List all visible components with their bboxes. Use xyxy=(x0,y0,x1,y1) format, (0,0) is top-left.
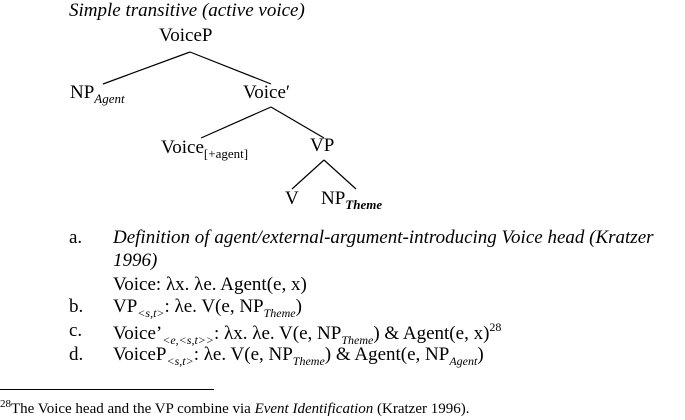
node-np-agent-base: NP xyxy=(70,82,95,103)
edge-voicep-npagent xyxy=(102,51,191,85)
item-b-formula: VP<s,t>: λe. V(e, NPTheme) xyxy=(113,296,302,321)
node-np-theme: NPTheme xyxy=(321,188,382,216)
item-b-marker: b. xyxy=(69,296,84,317)
syntax-tree-lines xyxy=(102,51,357,190)
footnote: 28The Voice head and the VP combine via … xyxy=(0,398,470,418)
item-d-head: VoiceP xyxy=(113,344,167,365)
node-voice-bar: Voice′ xyxy=(243,82,291,103)
node-v: V xyxy=(285,188,299,209)
edge-voicep-voicebar xyxy=(189,51,272,85)
item-d-sub: <s,t> xyxy=(166,354,194,368)
item-c-rest: : λx. λe. V(e, NP xyxy=(213,323,342,344)
node-voice-head: Voice[+agent] xyxy=(161,137,248,165)
node-vp: VP xyxy=(310,135,335,156)
node-voice-head-sub: [+agent] xyxy=(203,146,249,161)
item-b-rest-end: ) xyxy=(295,296,302,317)
footnote-italic: Event Identification xyxy=(254,401,374,417)
item-d-rest-end: ) xyxy=(477,344,484,365)
footnote-text-1: The Voice head and the VP combine via xyxy=(11,401,255,417)
footnote-number: 28 xyxy=(0,398,11,410)
node-np-theme-base: NP xyxy=(321,188,346,209)
item-b-sub: <s,t> xyxy=(137,306,165,320)
item-d-rest: : λe. V(e, NP xyxy=(193,344,293,365)
node-np-agent: NPAgent xyxy=(70,82,125,110)
edge-vp-nptheme xyxy=(323,159,357,190)
footnote-text-2: (Kratzer 1996). xyxy=(373,401,470,417)
item-c-rest-sub: Theme xyxy=(341,333,374,347)
item-a-marker: a. xyxy=(69,227,83,248)
item-d-rest-sub2: Agent xyxy=(449,354,478,368)
item-d-marker: d. xyxy=(69,344,84,365)
item-b-rest: : λe. V(e, NP xyxy=(164,296,264,317)
edge-voicebar-vp xyxy=(270,106,325,139)
item-d-rest-mid: ) & Agent(e, NP xyxy=(324,344,450,365)
item-d-rest-sub: Theme xyxy=(292,354,325,368)
edge-voicebar-voicehead xyxy=(200,106,272,139)
item-a-formula: Voice: λx. λe. Agent(e, x) xyxy=(113,274,307,295)
node-voice-head-base: Voice xyxy=(161,137,204,158)
item-a-title-cont: 1996) xyxy=(113,250,158,271)
item-c-sub: <e,<s,t>> xyxy=(162,333,214,347)
item-c-head: Voice’ xyxy=(113,323,163,344)
node-np-theme-sub: Theme xyxy=(345,197,383,212)
item-b-rest-sub: Theme xyxy=(263,306,296,320)
item-a-title: Definition of agent/external-argument-in… xyxy=(113,227,654,248)
item-d-formula: VoiceP<s,t>: λe. V(e, NPTheme) & Agent(e… xyxy=(113,344,484,369)
example-heading: Simple transitive (active voice) xyxy=(69,0,305,21)
item-c-footnote-ref[interactable]: 28 xyxy=(489,320,502,334)
edge-vp-v xyxy=(291,159,325,190)
item-b-head: VP xyxy=(113,296,138,317)
item-c-marker: c. xyxy=(69,320,83,341)
footnote-rule xyxy=(0,389,214,390)
item-c-formula: Voice’<e,<s,t>>: λx. λe. V(e, NPTheme) &… xyxy=(113,320,501,348)
node-voicep: VoiceP xyxy=(159,25,213,46)
item-c-rest-mid: ) & Agent(e, x) xyxy=(373,323,490,344)
node-np-agent-sub: Agent xyxy=(94,91,125,106)
